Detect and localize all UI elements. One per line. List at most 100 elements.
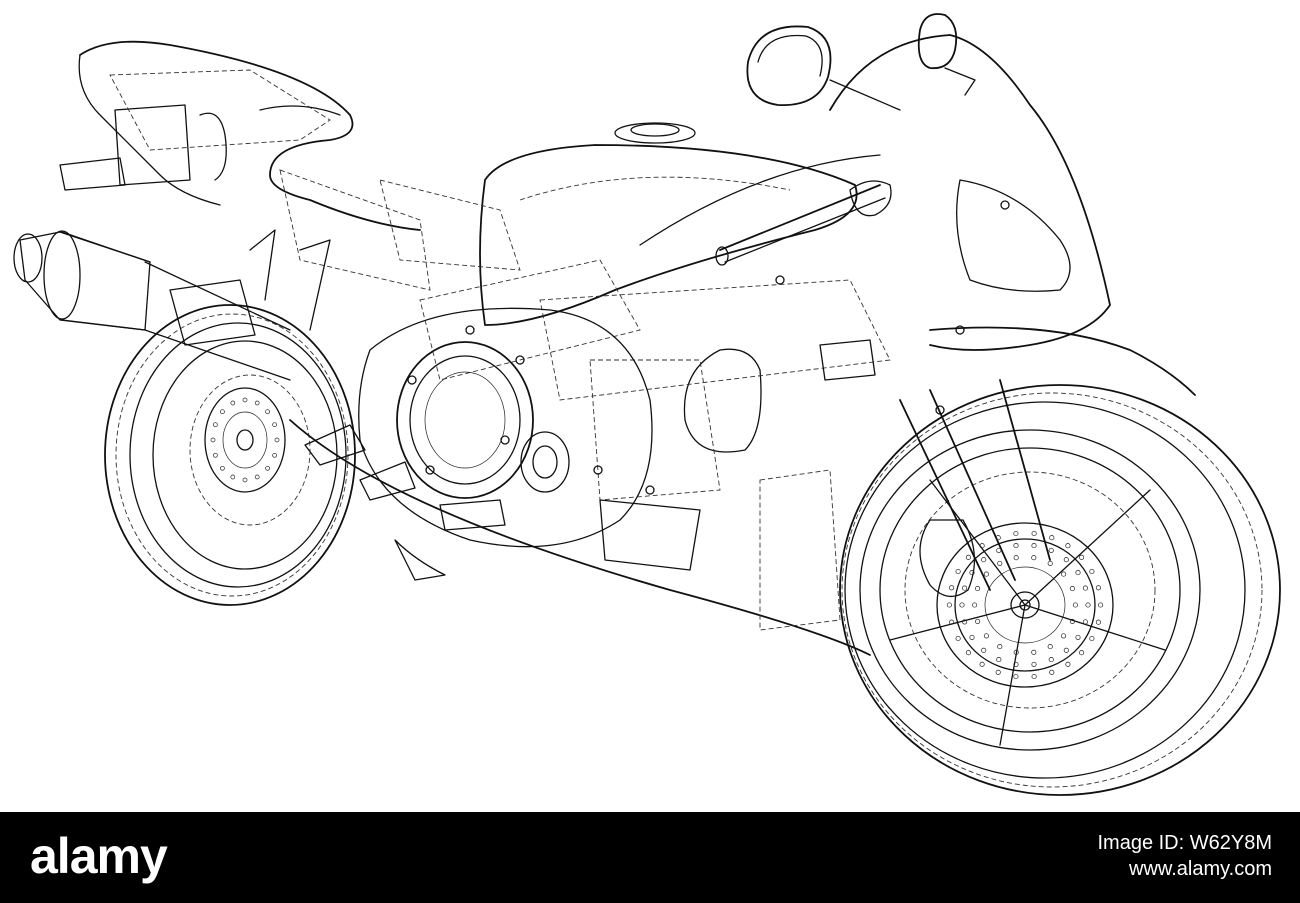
disc-hole xyxy=(1089,568,1095,575)
disc-hole xyxy=(975,586,981,592)
rear-disc-hole xyxy=(265,465,270,471)
footpegs xyxy=(169,229,416,501)
disc-hole xyxy=(1013,530,1019,537)
rear-disc-hole xyxy=(254,400,260,406)
disc-hole xyxy=(1031,543,1037,549)
disc-hole xyxy=(965,554,971,560)
disc-hole xyxy=(1098,602,1104,608)
disc-hole xyxy=(996,547,1002,553)
rear-disc-hole xyxy=(213,422,218,428)
site-url-text: www.alamy.com xyxy=(1129,858,1272,880)
disc-hole xyxy=(1075,570,1081,576)
bolt xyxy=(935,405,945,415)
disc-hole xyxy=(1048,657,1054,663)
disc-hole xyxy=(1061,633,1067,639)
disc-hole xyxy=(983,633,989,639)
bolt xyxy=(955,325,965,335)
disc-hole xyxy=(1031,530,1037,537)
motorcycle-wireframe-drawing xyxy=(13,13,1281,796)
front-wheel xyxy=(839,384,1281,796)
disc-hole xyxy=(995,535,1001,541)
fairing xyxy=(289,34,1196,656)
disc-hole xyxy=(1061,571,1067,577)
disc-hole xyxy=(1063,557,1069,563)
disc-hole xyxy=(1085,602,1091,608)
disc-hole xyxy=(975,618,981,624)
disc-hole xyxy=(1013,555,1019,561)
disc-hole xyxy=(955,635,961,642)
disc-hole xyxy=(1031,649,1037,655)
disc-hole xyxy=(1069,618,1075,624)
handlebar-and-mirrors xyxy=(715,13,1051,591)
disc-hole xyxy=(965,650,971,656)
rear-disc-hole xyxy=(230,400,236,406)
motorcycle-wireframe-icon xyxy=(13,13,1281,796)
disc-hole xyxy=(1031,673,1037,680)
bolt xyxy=(407,375,417,385)
fuel-tank xyxy=(479,122,858,326)
disc-hole xyxy=(1095,585,1101,591)
disc-hole xyxy=(1065,661,1071,667)
disc-hole xyxy=(946,602,952,608)
disc-hole xyxy=(1072,602,1078,608)
rear-disc-hole xyxy=(230,474,236,480)
rear-wheel xyxy=(104,304,356,606)
disc-hole xyxy=(1049,669,1055,675)
disc-hole xyxy=(1013,673,1019,680)
rear-disc-hole xyxy=(274,437,280,443)
bolt xyxy=(500,435,510,445)
bolt xyxy=(1000,200,1010,210)
disc-hole xyxy=(979,661,985,667)
bolts xyxy=(210,200,1104,680)
disc-hole xyxy=(996,657,1002,663)
bolt xyxy=(645,485,655,495)
rear-disc-hole xyxy=(242,397,248,403)
bolt xyxy=(593,465,603,475)
disc-hole xyxy=(1065,543,1071,549)
disc-hole xyxy=(1095,619,1101,625)
disc-hole xyxy=(1082,585,1088,591)
disc-hole xyxy=(1013,543,1019,549)
disc-hole xyxy=(972,602,978,608)
bolt xyxy=(775,275,785,285)
image-id-text: Image ID: W62Y8M xyxy=(1097,832,1272,854)
disc-hole xyxy=(1013,649,1019,655)
disc-hole xyxy=(1089,635,1095,642)
disc-hole xyxy=(1069,586,1075,592)
bolt xyxy=(425,465,435,475)
disc-hole xyxy=(1047,644,1053,650)
rear-disc-hole xyxy=(265,409,270,415)
rear-disc-hole xyxy=(220,465,225,471)
disc-hole xyxy=(959,602,965,608)
disc-hole xyxy=(1047,560,1053,566)
disc-hole xyxy=(981,647,987,653)
disc-hole xyxy=(983,571,989,577)
disc-hole xyxy=(1013,661,1019,667)
bolt xyxy=(465,325,475,335)
image-meta: Image ID: W62Y8M www.alamy.com xyxy=(952,830,1272,882)
disc-hole xyxy=(1079,554,1085,560)
rear-disc-hole xyxy=(210,437,216,443)
disc-hole xyxy=(979,543,985,549)
disc-hole xyxy=(969,570,975,576)
disc-hole xyxy=(1031,661,1037,667)
engine xyxy=(358,307,653,581)
disc-hole xyxy=(1082,619,1088,625)
rear-disc-hole xyxy=(220,409,225,415)
disc-hole xyxy=(949,585,955,591)
disc-hole xyxy=(955,568,961,575)
rear-disc-hole xyxy=(242,477,248,483)
rear-disc-hole xyxy=(213,452,218,458)
disc-hole xyxy=(962,619,968,625)
disc-hole xyxy=(969,634,975,640)
disc-hole xyxy=(1031,555,1037,561)
disc-hole xyxy=(997,644,1003,650)
disc-hole xyxy=(981,557,987,563)
rear-disc-hole xyxy=(272,422,277,428)
bolt xyxy=(515,355,525,365)
rear-disc-hole xyxy=(272,452,277,458)
disc-hole xyxy=(962,585,968,591)
disc-hole xyxy=(1063,647,1069,653)
exhaust-pipe xyxy=(13,230,291,381)
disc-hole xyxy=(1075,634,1081,640)
